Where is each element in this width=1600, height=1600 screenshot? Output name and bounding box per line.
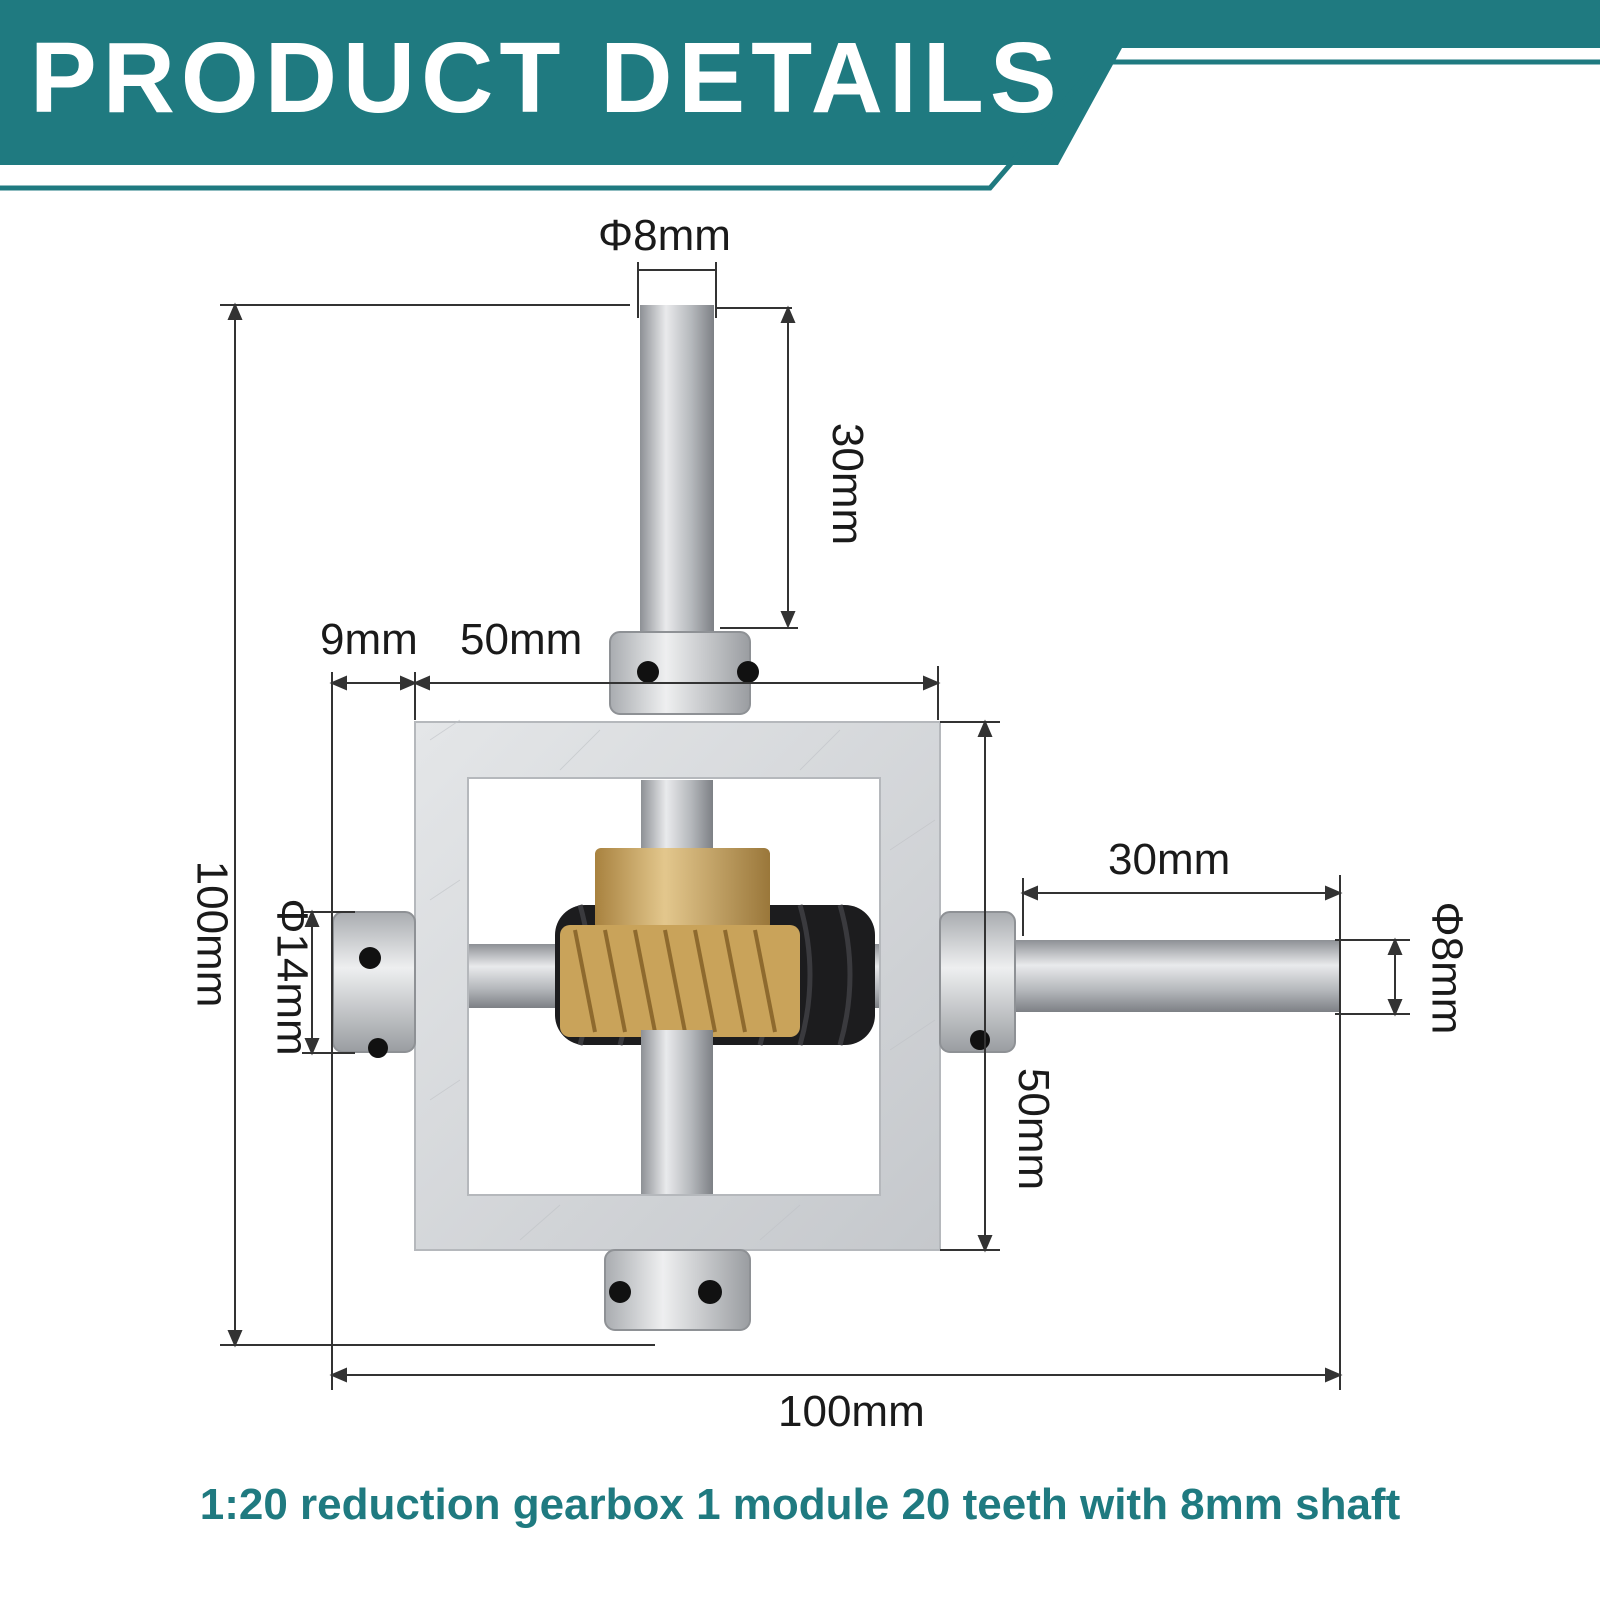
- overall-width-label: 100mm: [778, 1387, 925, 1436]
- product-caption: 1:20 reduction gearbox 1 module 20 teeth…: [199, 1480, 1401, 1529]
- housing-width-label: 50mm: [460, 615, 583, 664]
- page-title: PRODUCT DETAILS: [30, 22, 1063, 134]
- collar-width-label: 9mm: [320, 615, 418, 664]
- top-shaft: [640, 305, 714, 645]
- bottom-collar: [604, 1249, 751, 1331]
- top-shaft-length-label: 30mm: [823, 422, 873, 546]
- housing-height-label: 50mm: [1009, 1067, 1059, 1191]
- top-collar: [609, 631, 759, 715]
- right-shaft-length-label: 30mm: [1108, 835, 1231, 884]
- top-shaft-diameter-label: Φ8mm: [598, 211, 731, 260]
- brass-worm-gear: [560, 848, 800, 1050]
- overall-height-label: 100mm: [187, 860, 237, 1008]
- right-collar: [939, 911, 1016, 1053]
- header-banner: [0, 0, 1600, 191]
- right-shaft-diameter-label: Φ8mm: [1422, 901, 1472, 1035]
- right-shaft: [1010, 940, 1340, 1012]
- collar-diameter-label: Φ14mm: [267, 898, 317, 1056]
- left-collar: [332, 911, 416, 1058]
- dimension-lines: [220, 262, 1410, 1390]
